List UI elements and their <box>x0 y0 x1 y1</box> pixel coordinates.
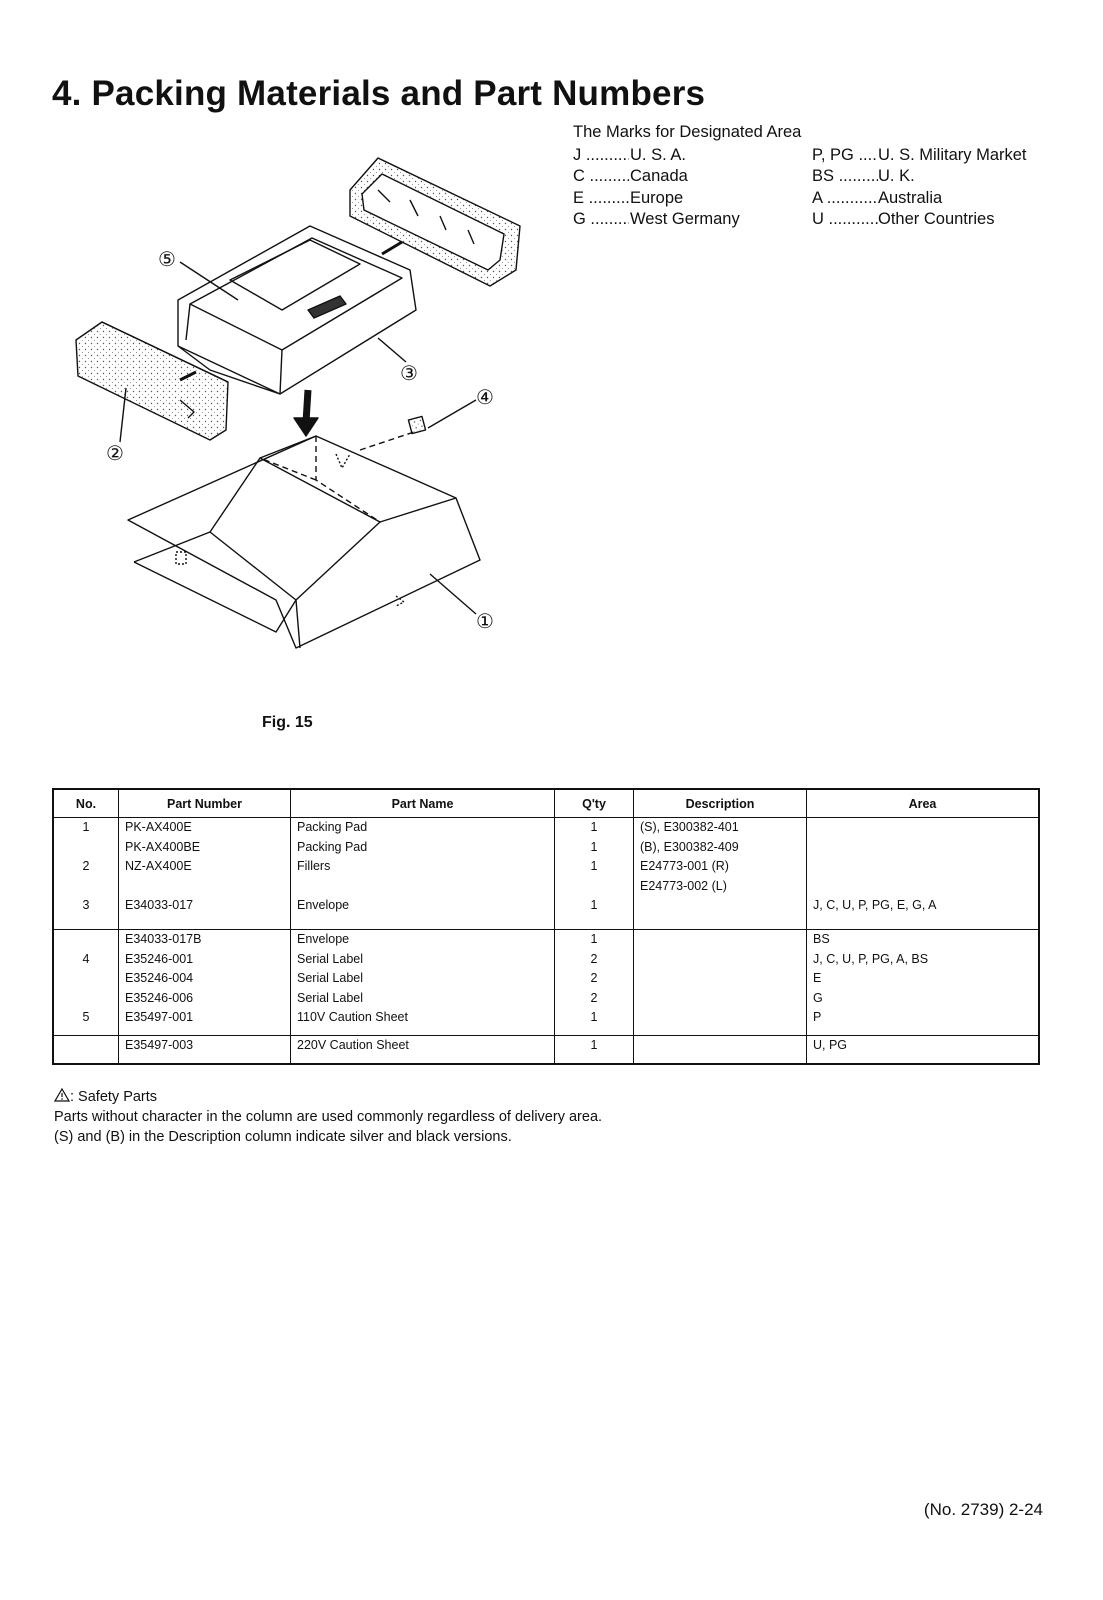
mark-name: U. K. <box>878 167 915 185</box>
callout-5: ⑤ <box>158 247 176 271</box>
column-header: Q'ty <box>554 789 634 818</box>
packing-diagram: ⑤ ② ③ ④ ① <box>75 157 521 649</box>
note-line: Parts without character in the column ar… <box>54 1109 603 1125</box>
area-cell: U, PG <box>806 1035 1039 1064</box>
packing-pad-left <box>75 321 229 441</box>
no-cell <box>53 1035 119 1064</box>
marks-row: G West Germany U Other Countries <box>573 209 994 231</box>
part-name-cell: 220V Caution Sheet <box>290 1035 555 1064</box>
column-header: No. <box>53 789 119 818</box>
figure-caption: Fig. 15 <box>262 714 313 731</box>
area-marks-legend: The Marks for Designated Area J U. S. A.… <box>573 122 1027 231</box>
marks-row: J U. S. A. P, PG U. S. Military Market <box>573 145 1027 167</box>
part-number-cell: E35497-003 <box>118 1035 291 1064</box>
mark-name: U. S. A. <box>630 145 686 164</box>
column-header: Area <box>806 789 1039 818</box>
mark-code: E <box>573 188 629 210</box>
serial-label <box>407 415 427 435</box>
callout-3: ③ <box>400 361 418 385</box>
area-cell: J, C, U, P, PG, E, G, A <box>806 817 1039 930</box>
note-line: (S) and (B) in the Description column in… <box>54 1129 512 1145</box>
table-row-group: E35497-003 220V Caution Sheet 1 U, PG <box>53 1035 1039 1064</box>
marks-heading: The Marks for Designated Area <box>573 123 802 141</box>
mark-name: Canada <box>630 167 688 185</box>
marks-row: E Europe A Australia <box>573 188 942 210</box>
table-header-row: No. Part Number Part Name Q'ty Descripti… <box>53 789 1039 818</box>
mark-code: U <box>812 209 878 231</box>
callout-1: ① <box>476 609 494 633</box>
unit-in-envelope <box>177 225 417 395</box>
mark-name: West Germany <box>630 210 740 228</box>
qty-cell: 1 <box>554 1035 634 1064</box>
arrow-icon <box>293 417 319 437</box>
page-footer: (No. 2739) 2-24 <box>923 1500 1043 1519</box>
marks-row: C Canada BS U. K. <box>573 166 915 188</box>
mark-name: U. S. Military Market <box>878 145 1027 164</box>
notes: : Safety Parts Parts without character i… <box>54 1087 602 1147</box>
arrow-icon <box>179 370 197 382</box>
page-title: 4. Packing Materials and Part Numbers <box>52 74 706 113</box>
mark-name: Other Countries <box>878 210 995 228</box>
column-header: Description <box>633 789 807 818</box>
warning-triangle-icon <box>54 1088 70 1102</box>
callout-2: ② <box>106 441 124 465</box>
arrow-icon <box>302 389 312 423</box>
mark-code: G <box>573 209 629 231</box>
carton <box>127 435 481 649</box>
mark-code: J <box>573 145 629 167</box>
safety-note: : Safety Parts <box>54 1087 602 1107</box>
callout-4: ④ <box>476 385 494 409</box>
parts-table: No. Part Number Part Name Q'ty Descripti… <box>52 788 1040 1065</box>
mark-code: P, PG <box>812 145 878 167</box>
mark-code: C <box>573 166 629 188</box>
packing-pad-right <box>349 157 521 287</box>
arrow-icon <box>381 240 403 256</box>
column-header: Part Name <box>290 789 555 818</box>
mark-code: A <box>812 188 878 210</box>
description-cell <box>633 1035 807 1064</box>
mark-name: Europe <box>630 188 684 207</box>
mark-code: BS <box>812 166 878 188</box>
description-cell <box>633 929 807 1036</box>
column-header: Part Number <box>118 789 291 818</box>
mark-name: Australia <box>878 188 943 207</box>
